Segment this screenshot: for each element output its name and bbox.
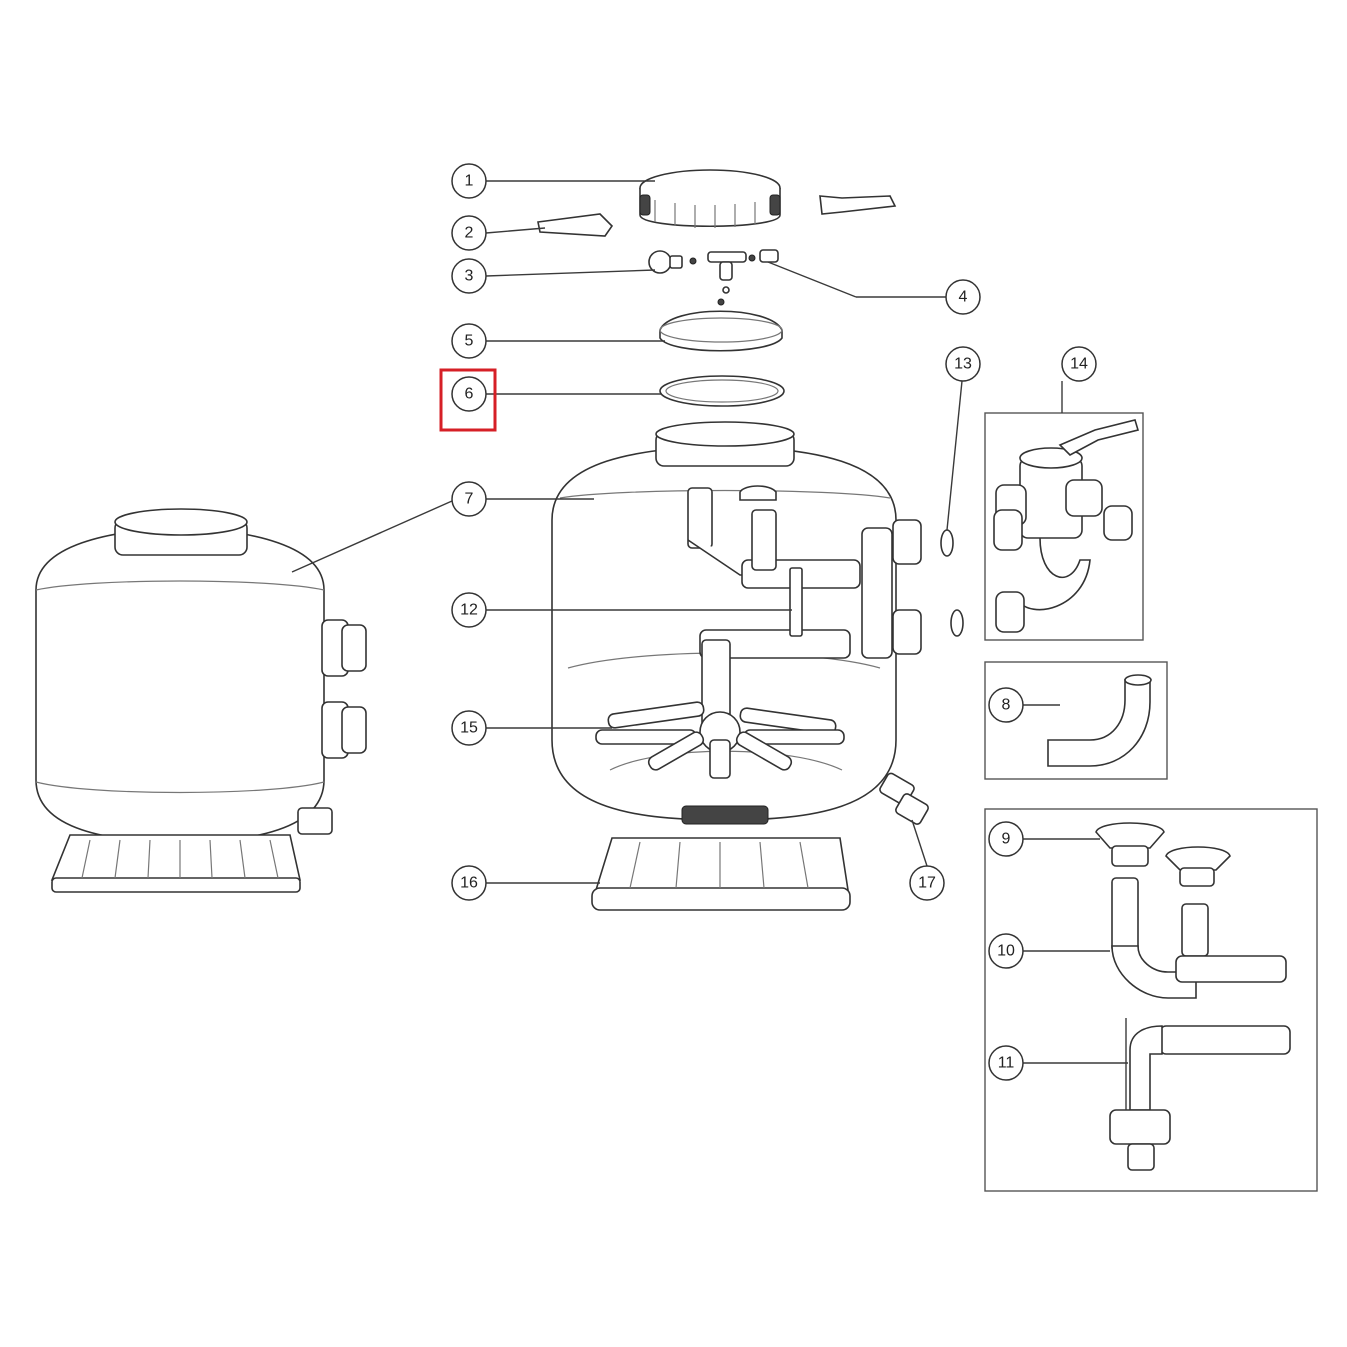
svg-text:15: 15 (460, 720, 478, 737)
svg-text:14: 14 (1070, 356, 1088, 373)
callout-5: 5 (451, 323, 487, 359)
callout-13: 13 (945, 346, 981, 382)
callout-17: 17 (909, 865, 945, 901)
svg-text:16: 16 (460, 875, 478, 892)
lower-pipe-assembly-part (1109, 1018, 1291, 1171)
multiport-valve-part (993, 419, 1140, 633)
svg-text:9: 9 (1002, 831, 1011, 848)
highlight-box (439, 368, 497, 432)
handle-part (537, 195, 897, 237)
tank-lid-part (659, 298, 783, 352)
upper-pipe-assembly-part (1111, 877, 1287, 999)
internal-pipe-assembly-part (687, 485, 922, 731)
tank-side-port-lower (321, 701, 367, 759)
elbow-pipe-part (1047, 674, 1152, 767)
tank-base-part (591, 837, 851, 911)
callout-16: 16 (451, 865, 487, 901)
laterals-hub-part (595, 701, 845, 779)
svg-text:1: 1 (465, 173, 474, 190)
callout-9: 9 (988, 821, 1024, 857)
svg-text:12: 12 (460, 602, 478, 619)
pressure-gauge-part (648, 250, 683, 274)
top-diffuser-part (1095, 822, 1231, 887)
callout-8: 8 (988, 687, 1024, 723)
svg-text:3: 3 (465, 268, 474, 285)
svg-text:8: 8 (1002, 697, 1011, 714)
svg-text:6: 6 (465, 386, 474, 403)
svg-text:7: 7 (465, 491, 474, 508)
svg-text:13: 13 (954, 356, 972, 373)
callout-1: 1 (451, 163, 487, 199)
callout-11: 11 (988, 1045, 1024, 1081)
callout-14: 14 (1061, 346, 1097, 382)
svg-text:11: 11 (998, 1055, 1015, 1072)
lid-o-ring-part (659, 375, 785, 407)
callout-3: 3 (451, 258, 487, 294)
svg-text:10: 10 (997, 943, 1015, 960)
air-release-valve-part (759, 249, 779, 263)
callout-15: 15 (451, 710, 487, 746)
callout-2: 2 (451, 215, 487, 251)
port-o-ring-part (940, 529, 964, 637)
air-release-tee-part (689, 251, 756, 294)
tank-side-port-upper (321, 619, 367, 677)
svg-text:2: 2 (465, 225, 474, 242)
drain-valve-part (879, 772, 929, 825)
callout-12: 12 (451, 592, 487, 628)
internals-detail-box (984, 808, 1318, 1192)
locking-ring-part (639, 169, 781, 228)
elbow-pipe-box (984, 661, 1168, 780)
callout-10: 10 (988, 933, 1024, 969)
callout-7: 7 (451, 481, 487, 517)
leader-lines (291, 180, 1128, 1064)
svg-text:4: 4 (959, 289, 968, 306)
assembled-filter-tank (35, 508, 367, 893)
tank-body-part (551, 421, 897, 825)
svg-text:5: 5 (465, 333, 474, 350)
callout-4: 4 (945, 279, 981, 315)
multiport-valve-box (984, 412, 1144, 641)
callout-6: 6 (451, 376, 487, 412)
svg-text:17: 17 (918, 875, 936, 892)
